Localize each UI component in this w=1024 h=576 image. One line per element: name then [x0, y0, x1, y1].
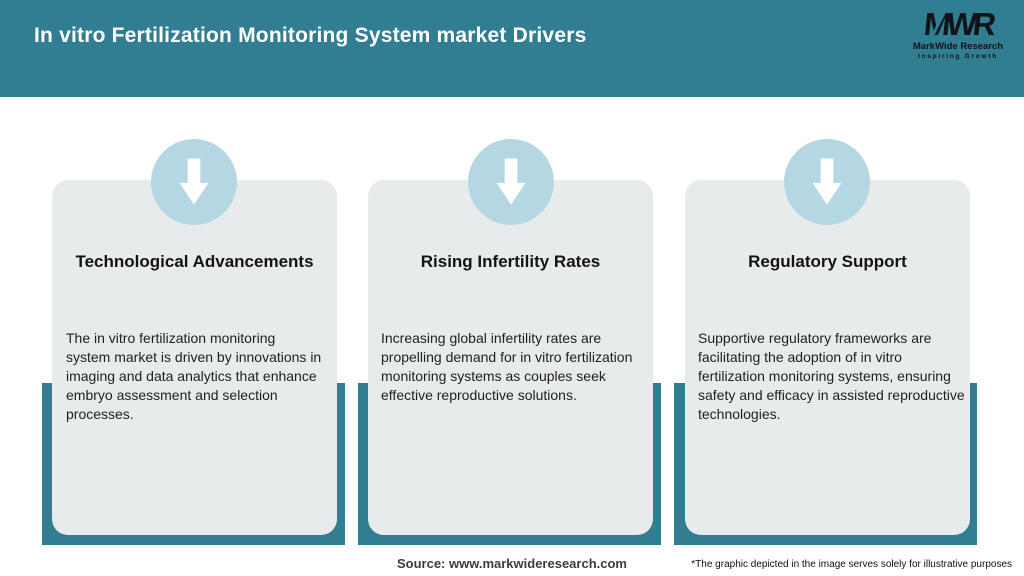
card-title: Technological Advancements [75, 252, 314, 271]
disclaimer-note: *The graphic depicted in the image serve… [691, 559, 1012, 570]
header-bar: In vitro Fertilization Monitoring System… [0, 0, 1024, 97]
card-description: Increasing global infertility rates are … [381, 330, 633, 404]
arrow-down-icon [812, 158, 842, 205]
card-description: The in vitro fertilization monitoring sy… [66, 330, 322, 423]
driver-card [52, 180, 337, 535]
card-title: Regulatory Support [748, 252, 907, 271]
driver-card [685, 180, 970, 535]
arrow-down-icon [496, 158, 526, 205]
source-attribution: Source: www.markwideresearch.com [396, 556, 627, 571]
arrow-badge [151, 139, 237, 225]
arrow-down-icon [179, 158, 209, 205]
markwide-research-logo: MWR MarkWide Research Inspiring Growth [906, 6, 1010, 60]
page-title: In vitro Fertilization Monitoring System… [34, 24, 587, 47]
logo-tagline: Inspiring Growth [918, 53, 998, 60]
logo-name: MarkWide Research [912, 41, 1004, 52]
card-title: Rising Infertility Rates [420, 252, 601, 271]
arrow-badge [468, 139, 554, 225]
arrow-badge [784, 139, 870, 225]
mwr-monogram: MWR [922, 6, 994, 42]
card-description: Supportive regulatory frameworks are fac… [698, 330, 965, 423]
driver-card [368, 180, 653, 535]
